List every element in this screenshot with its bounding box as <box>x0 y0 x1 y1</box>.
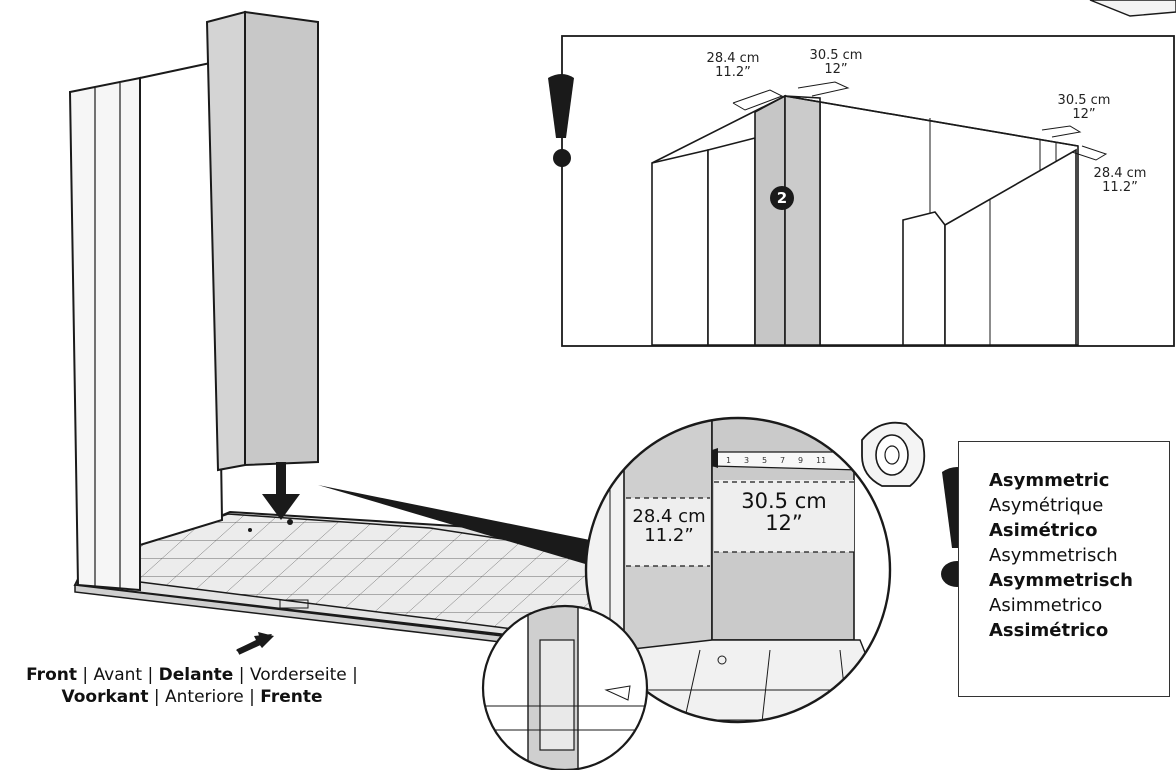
tape-measure-icon: 1 3 5 7 9 11 <box>712 421 926 487</box>
tape-measure-fragment-icon <box>1089 0 1176 17</box>
step-number-badge: 2 <box>770 186 794 210</box>
front-label-part: | <box>76 665 94 685</box>
dim-right-bottom-in: 11.2” <box>1102 179 1138 195</box>
legend-item: Assimétrico <box>989 620 1109 641</box>
circle-dim-left-in: 11.2” <box>644 524 694 546</box>
legend-item: Asymmetric <box>989 470 1110 491</box>
dim-left-top-label: 28.4 cm 11.2” <box>698 52 768 79</box>
front-label-part: Vorderseite <box>249 665 347 685</box>
dim-left-top-cm: 28.4 cm <box>706 51 760 66</box>
front-label-part: | <box>346 665 358 685</box>
corner-panel <box>205 10 319 472</box>
legend-item: Asimétrico <box>989 520 1098 541</box>
circle-dim-right-in: 12” <box>765 511 803 536</box>
circle-dim-left-label: 28.4 cm 11.2” <box>628 506 710 546</box>
legend-item: Asymétrique <box>989 495 1104 516</box>
legend-item: Asimmetrico <box>989 595 1103 616</box>
warning-exclamation-icon <box>548 74 574 167</box>
front-label-part: Delante <box>158 665 234 685</box>
front-label-part: | <box>142 665 159 685</box>
dim-mid-top-label: 30.5 cm 12” <box>796 49 876 76</box>
tape-mark: 1 <box>726 456 731 465</box>
front-label-part: Anteriore <box>165 687 244 708</box>
left-wall-panel <box>68 60 224 592</box>
callout-pointer <box>318 485 592 566</box>
front-label-part: | <box>233 665 250 685</box>
tape-mark: 7 <box>780 456 785 465</box>
top-inset-frame <box>548 35 1175 347</box>
circle-dim-left-cm: 28.4 cm <box>632 506 706 527</box>
dim-right-top-label: 30.5 cm 12” <box>1044 94 1124 121</box>
front-arrow-icon <box>236 632 274 655</box>
front-label-part: Avant <box>93 665 143 685</box>
down-arrow-icon <box>262 462 300 520</box>
dim-right-bottom-cm: 28.4 cm <box>1093 166 1147 181</box>
dim-mid-top-cm: 30.5 cm <box>809 48 863 63</box>
front-label-part: Frente <box>260 687 323 708</box>
front-label-part: | <box>148 687 166 708</box>
front-direction-label: Front | Avant | Delante | Vorderseite |V… <box>8 664 376 708</box>
front-label-part: | <box>243 687 261 708</box>
legend-item: Asymmetrisch <box>989 545 1118 566</box>
dim-right-top-cm: 30.5 cm <box>1057 93 1111 108</box>
dim-right-bottom-label: 28.4 cm 11.2” <box>1080 167 1160 194</box>
circle-dim-right-cm: 30.5 cm <box>741 489 827 513</box>
legend-item: Asymmetrisch <box>989 570 1133 591</box>
dim-left-top-in: 11.2” <box>715 64 751 80</box>
front-label-part: Voorkant <box>61 687 149 708</box>
small-magnifier-circle <box>481 604 649 770</box>
front-label-part: Front <box>26 665 77 685</box>
tape-mark: 11 <box>816 456 826 465</box>
tape-mark: 9 <box>798 456 803 465</box>
tape-mark: 3 <box>744 456 749 465</box>
tape-mark: 5 <box>762 456 767 465</box>
circle-dim-right-label: 30.5 cm 12” <box>716 490 852 534</box>
dim-right-top-in: 12” <box>1072 106 1096 122</box>
dim-mid-top-in: 12” <box>824 61 848 77</box>
